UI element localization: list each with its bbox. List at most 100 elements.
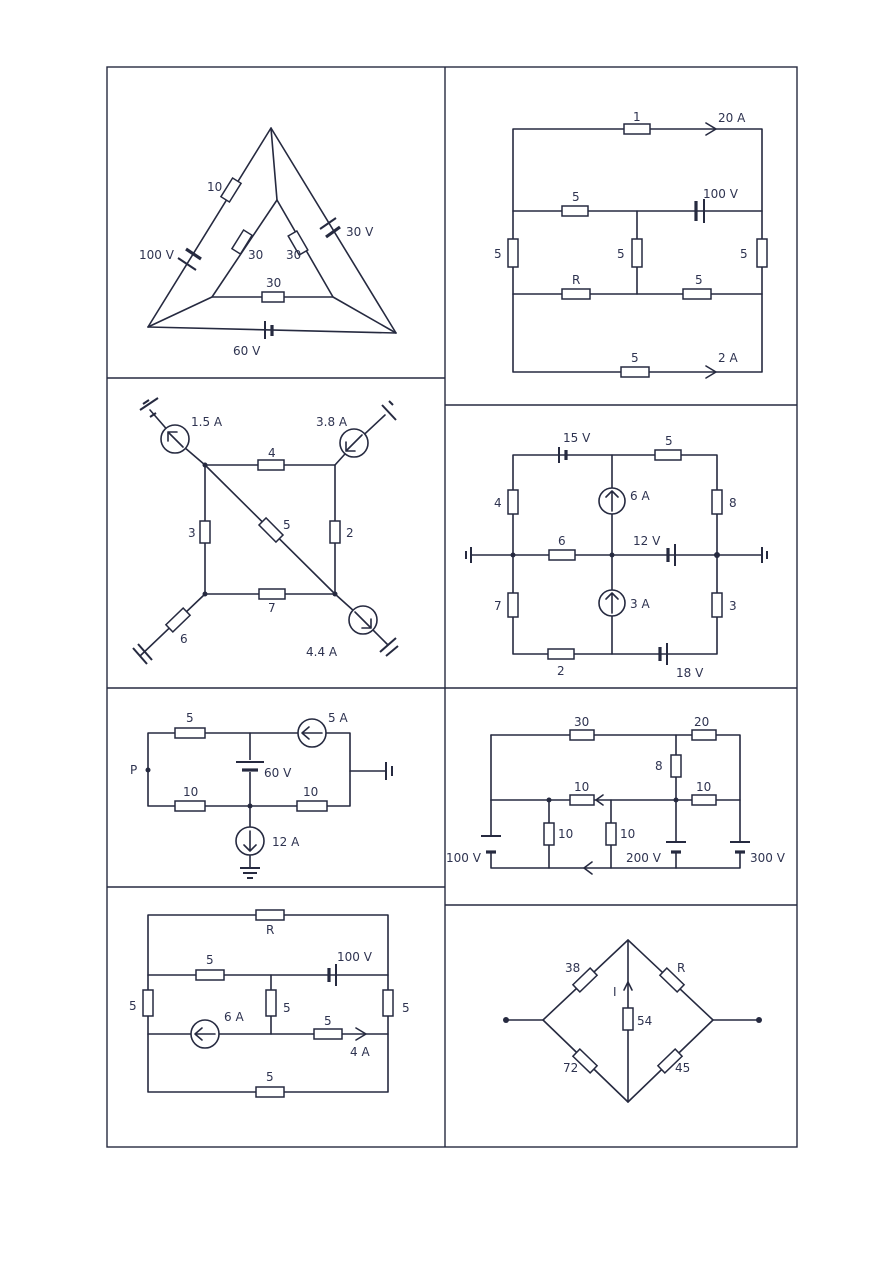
label-i-top: 20 A	[718, 111, 746, 125]
resistor-low-1	[543, 822, 555, 846]
resistor-top	[174, 727, 206, 739]
label-r-top: 10	[207, 180, 222, 194]
label-i-br: 4.4 A	[306, 645, 338, 659]
label-r-right: 2	[346, 526, 354, 540]
battery-mid	[694, 199, 705, 223]
resistor-bottom-left	[174, 800, 206, 812]
label-r-inner-bottom: 30	[266, 276, 281, 290]
node-p	[145, 767, 151, 773]
resistor-vert	[670, 754, 682, 778]
label-r-bottom-left: 10	[183, 785, 198, 799]
label-r-tl: 38	[565, 961, 580, 975]
label-r-low-1: 10	[558, 827, 573, 841]
label-i: I	[613, 985, 617, 999]
label-v-mid: 100 V	[703, 187, 739, 201]
resistor-inner-right	[287, 229, 309, 257]
circuit-d: 15 V 5 4 6 A 8 6 12 V 7 3 A 3 2 18 V	[465, 431, 768, 680]
label-r-bottom: 5	[266, 1070, 274, 1084]
resistor-right-bottom	[711, 592, 723, 618]
resistor-center	[265, 989, 277, 1017]
circuit-b: 1 20 A 5 100 V 5 5 5 R 5 5 2 A	[494, 110, 768, 379]
circuit-f: 30 20 8 10 10 10 10 100 V 200 V 300 V	[446, 715, 786, 875]
current-arrow-top	[705, 122, 717, 136]
resistor-left	[199, 520, 211, 544]
label-r-diag: 5	[283, 518, 291, 532]
label-r-mid-left: 10	[574, 780, 589, 794]
resistor-left	[142, 989, 154, 1017]
label-v-left: 100 V	[446, 851, 482, 865]
label-i-bottom: 12 A	[272, 835, 300, 849]
label-r-low-2: 10	[620, 827, 635, 841]
label-r-left-bottom: 7	[494, 599, 502, 613]
label-i-bottom: 2 A	[718, 351, 738, 365]
resistor-right	[382, 989, 394, 1017]
label-r-left-top: 4	[494, 496, 502, 510]
label-v-left: 100 V	[139, 248, 175, 262]
label-r-top: 1	[633, 110, 641, 124]
battery-mid	[666, 841, 686, 854]
terminal-left	[503, 1017, 509, 1023]
battery-mid	[666, 544, 676, 566]
arrow-bottom	[583, 861, 593, 875]
resistor-left	[507, 238, 519, 268]
arrow-mid	[595, 794, 604, 806]
circuit-a: 10 30 30 30 100 V 30 V 60 V	[139, 127, 397, 358]
ground-right	[385, 762, 393, 780]
resistor-bottom	[620, 366, 650, 378]
battery-bottom	[658, 643, 668, 665]
label-r-low-right: 5	[695, 273, 703, 287]
resistor-bottom	[547, 648, 575, 660]
ground-bottom	[240, 867, 260, 879]
label-node-p: P	[130, 763, 137, 777]
label-v-right: 300 V	[750, 851, 786, 865]
ground-tr	[381, 400, 397, 421]
label-r-right-bottom: 3	[729, 599, 737, 613]
label-r-low: 5	[324, 1014, 332, 1028]
label-i-top: 5 A	[328, 711, 348, 725]
resistor-low	[313, 1028, 343, 1040]
circuit-e: 5 5 A P 60 V 10 10 12 A	[130, 711, 393, 879]
ground-br	[379, 637, 399, 657]
resistor-inner-left	[230, 228, 254, 256]
label-r-bottom: 7	[268, 601, 276, 615]
label-r-left: 3	[188, 526, 196, 540]
terminal-right	[756, 1017, 762, 1023]
label-r-tr: R	[677, 961, 685, 975]
label-r-bl: 72	[563, 1061, 578, 1075]
label-i-low: 4 A	[350, 1045, 370, 1059]
label-r-bottom-right: 10	[303, 785, 318, 799]
label-r-br: 45	[675, 1061, 690, 1075]
label-i-src: 6 A	[224, 1010, 244, 1024]
resistor-bl	[571, 1048, 599, 1074]
battery-top	[558, 447, 568, 463]
battery-mid	[327, 964, 337, 986]
resistor-corner	[164, 607, 192, 633]
resistor-right-top	[711, 489, 723, 515]
label-r-mid: 5	[206, 953, 214, 967]
label-v-mid: 60 V	[264, 766, 292, 780]
label-r-center: 5	[283, 1001, 291, 1015]
ground-bl	[132, 643, 153, 665]
label-r-mid-left: 5	[572, 190, 580, 204]
resistor-top	[654, 449, 682, 461]
resistor-bottom	[255, 1086, 285, 1098]
table-frame	[106, 66, 798, 1148]
resistor-top	[257, 459, 285, 471]
resistor-top-left	[569, 729, 595, 741]
circuit-h: 38 R I 54 72 45	[503, 939, 762, 1103]
circuit-g: R 5 100 V 5 5 5 6 A 5 4 A 5	[129, 909, 410, 1098]
label-v-bottom: 60 V	[233, 344, 261, 358]
label-v-mid: 12 V	[633, 534, 661, 548]
resistor-r	[561, 288, 591, 300]
resistor-mid-right	[691, 794, 717, 806]
resistor-center	[631, 238, 643, 268]
label-r-bottom: 2	[557, 664, 565, 678]
battery-right	[730, 841, 750, 854]
battery-left	[481, 835, 501, 854]
label-v-mid: 100 V	[337, 950, 373, 964]
resistor-right	[756, 238, 768, 268]
current-arrow-low	[355, 1027, 367, 1041]
resistor-top-right	[691, 729, 717, 741]
resistor-diag	[257, 516, 285, 544]
current-arrow-i	[623, 981, 633, 991]
